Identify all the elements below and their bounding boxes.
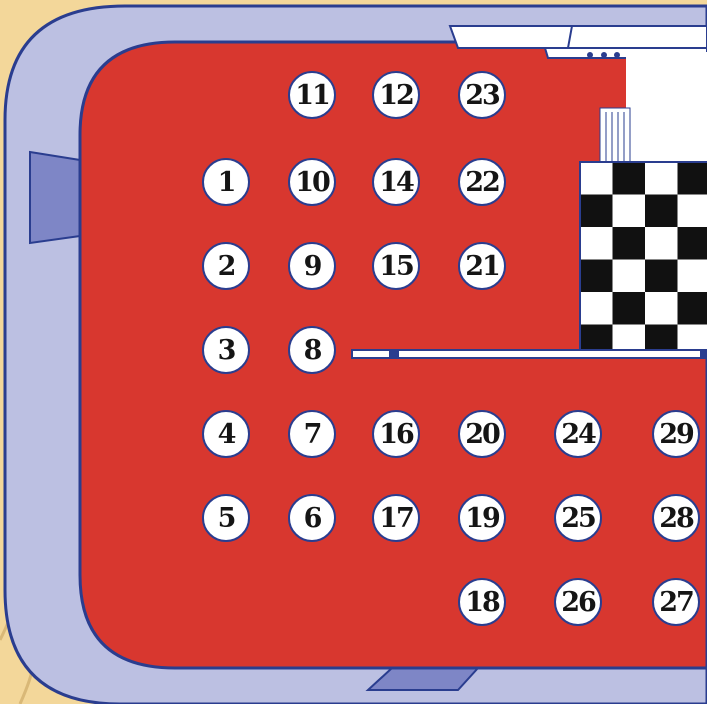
spot-9[interactable]: 9 [288,242,336,290]
spot-6[interactable]: 6 [288,494,336,542]
spot-22[interactable]: 22 [458,158,506,206]
spot-2[interactable]: 2 [202,242,250,290]
divider-marker [389,350,399,358]
spot-14[interactable]: 14 [372,158,420,206]
finish-step [600,108,630,162]
divider-bar [352,350,707,358]
spot-12[interactable]: 12 [372,71,420,119]
divider-marker [700,350,707,358]
spot-23[interactable]: 23 [458,71,506,119]
spot-3[interactable]: 3 [202,326,250,374]
checker-square [580,260,613,293]
checker-square [645,195,678,228]
spot-1[interactable]: 1 [202,158,250,206]
spot-16[interactable]: 16 [372,410,420,458]
checker-square [613,195,646,228]
checker-square [580,195,613,228]
checkered-flag [580,162,707,357]
spot-18[interactable]: 18 [458,578,506,626]
spot-17[interactable]: 17 [372,494,420,542]
spot-26[interactable]: 26 [554,578,602,626]
checker-square [645,227,678,260]
checker-square [613,227,646,260]
checker-square [645,260,678,293]
spot-28[interactable]: 28 [652,494,700,542]
finish-block [626,52,707,162]
spot-19[interactable]: 19 [458,494,506,542]
checker-square [645,162,678,195]
spot-21[interactable]: 21 [458,242,506,290]
spot-10[interactable]: 10 [288,158,336,206]
checker-square [645,292,678,325]
spot-24[interactable]: 24 [554,410,602,458]
checker-square [678,195,707,228]
checker-square [678,292,707,325]
checker-square [613,162,646,195]
top-panel-left [450,26,575,48]
spot-8[interactable]: 8 [288,326,336,374]
spot-29[interactable]: 29 [652,410,700,458]
spot-20[interactable]: 20 [458,410,506,458]
spot-4[interactable]: 4 [202,410,250,458]
checker-square [580,292,613,325]
spot-5[interactable]: 5 [202,494,250,542]
checker-square [580,162,613,195]
checker-square [613,260,646,293]
spot-11[interactable]: 11 [288,71,336,119]
spot-7[interactable]: 7 [288,410,336,458]
checker-square [678,162,707,195]
checker-square [678,227,707,260]
top-panel-right [568,26,707,48]
spot-15[interactable]: 15 [372,242,420,290]
checker-square [678,260,707,293]
spot-27[interactable]: 27 [652,578,700,626]
checker-square [580,227,613,260]
left-tab [30,152,80,243]
spot-25[interactable]: 25 [554,494,602,542]
checker-square [613,292,646,325]
